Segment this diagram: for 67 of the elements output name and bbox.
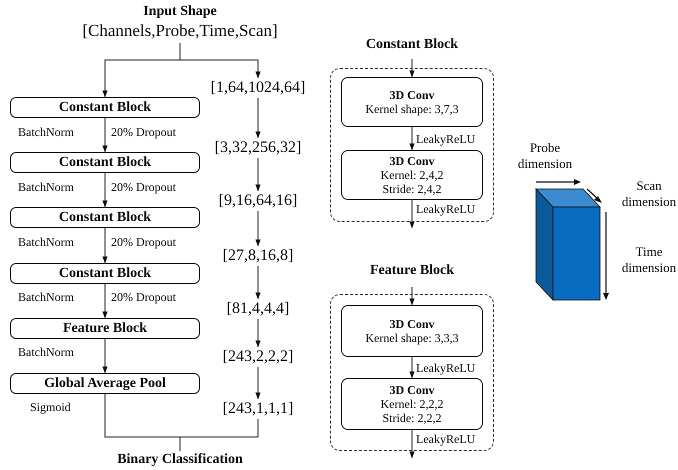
conv-box — [341, 77, 483, 127]
connector-arrow — [409, 430, 415, 458]
connector-arrow — [102, 118, 108, 152]
layer-note: 20% Dropout — [111, 125, 176, 139]
edge-label: LeakyReLU — [415, 203, 476, 216]
conv-box — [341, 150, 483, 200]
connector-arrow — [255, 98, 261, 138]
conv-box — [341, 305, 483, 357]
layer-box: Constant Block — [10, 152, 200, 173]
layer-note: BatchNorm — [18, 235, 74, 249]
connector-arrow — [255, 266, 261, 300]
connector-arrow — [255, 318, 261, 348]
layer-note: BatchNorm — [18, 345, 74, 359]
dimension-label: Time dimension — [620, 244, 678, 276]
layer-note: 20% Dropout — [111, 235, 176, 249]
connector-arrow — [255, 158, 261, 192]
tensor-shape: [1,64,1024,64] — [210, 79, 306, 97]
connector-arrow — [102, 172, 108, 208]
layer-box: Constant Block — [10, 207, 200, 228]
layer-note: BatchNorm — [18, 180, 74, 194]
connector-arrow — [409, 58, 415, 78]
edge-label: LeakyReLU — [415, 132, 476, 146]
conv-parameter: Kernel: 2,4,2 — [380, 168, 444, 182]
block-heading: Feature Block — [368, 262, 456, 279]
conv-box — [341, 378, 483, 430]
connector-arrow — [102, 228, 108, 264]
conv-parameter: Stride: 2,4,2 — [382, 182, 442, 196]
tensor-shape: [27,8,16,8] — [222, 247, 294, 265]
tensor-shape: [9,16,64,16] — [218, 192, 298, 210]
connector-arrow — [102, 338, 108, 374]
conv-title: 3D Conv — [389, 88, 434, 102]
dimension-label: Probe dimension — [516, 140, 574, 172]
connector-arrow — [409, 356, 415, 378]
dimension-label: Scan dimension — [620, 178, 678, 210]
edge-label: LeakyReLU — [415, 433, 476, 446]
tensor-shape: [3,32,256,32] — [214, 139, 302, 157]
layer-note: 20% Dropout — [111, 180, 176, 194]
conv-parameter: Stride: 2,2,2 — [382, 411, 442, 425]
layer-note: BatchNorm — [18, 290, 74, 304]
conv-parameter: Kernel shape: 3,7,3 — [365, 102, 459, 116]
connector-arrow — [180, 42, 261, 78]
connector-arrow — [255, 210, 261, 246]
conv-title: 3D Conv — [389, 317, 434, 331]
block-heading: Constant Block — [364, 36, 460, 53]
layer-note: Sigmoid — [30, 400, 71, 414]
heading: Input Shape — [143, 3, 217, 20]
connector-arrow — [409, 286, 415, 306]
connector-arrow — [409, 126, 415, 150]
connector-arrow — [255, 366, 261, 400]
conv-title: 3D Conv — [389, 383, 434, 397]
layer-box: Constant Block — [10, 263, 200, 284]
tensor-shape: [243,1,1,1] — [222, 400, 294, 418]
conv-parameter: Kernel: 2,2,2 — [380, 397, 444, 411]
tensor-shape: [81,4,4,4] — [226, 300, 290, 318]
output-heading: Binary Classification — [95, 451, 265, 468]
shape-label: [Channels,Probe,Time,Scan] — [82, 20, 278, 41]
connector-arrow — [409, 200, 415, 228]
layer-box: Global Average Pool — [10, 373, 200, 394]
layer-note: BatchNorm — [18, 125, 74, 139]
edge-label: LeakyReLU — [415, 362, 476, 374]
tensor-shape: [243,2,2,2] — [222, 348, 294, 366]
layer-note: 20% Dropout — [111, 290, 176, 304]
connector-arrow — [102, 284, 108, 318]
layer-box: Feature Block — [10, 318, 200, 339]
layer-box: Constant Block — [10, 97, 200, 118]
conv-parameter: Kernel shape: 3,3,3 — [365, 331, 459, 345]
conv-title: 3D Conv — [389, 154, 434, 168]
